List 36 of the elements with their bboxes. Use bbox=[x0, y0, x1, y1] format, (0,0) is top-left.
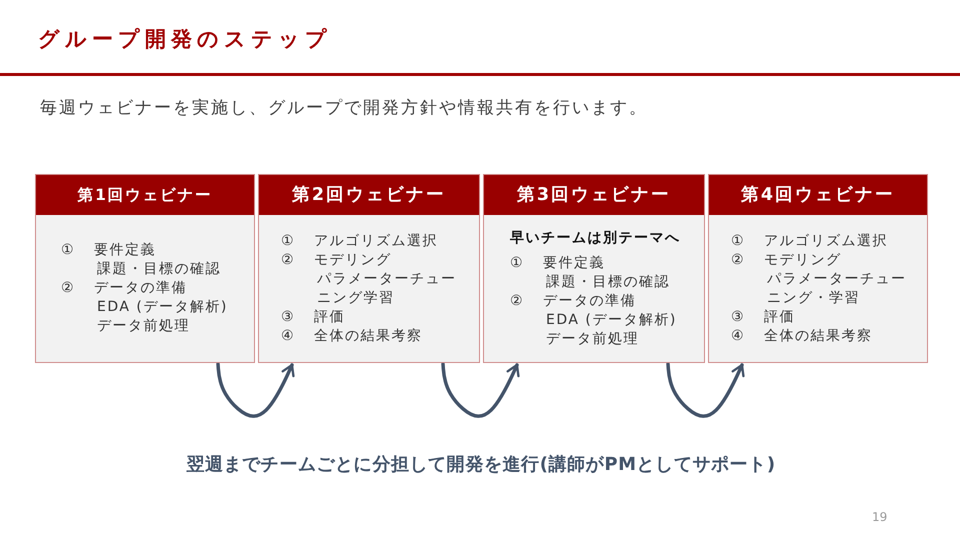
list-item: ③ 評価 bbox=[281, 308, 346, 326]
curved-arrow bbox=[666, 362, 745, 418]
sub-item: 課題・目標の確認 bbox=[545, 272, 671, 292]
sub-item: パラメーターチューニング学習 bbox=[316, 270, 458, 308]
slide-title: グループ開発のステップ bbox=[38, 26, 332, 53]
curved-arrow bbox=[441, 362, 520, 418]
curved-arrow bbox=[216, 362, 295, 418]
card-heading: 第1回ウェビナー bbox=[36, 175, 254, 215]
process-note: 翌週までチームごとに分担して開発を進行(講師がPMとしてサポート) bbox=[185, 453, 777, 477]
note-heading: 早いチームは別テーマへ bbox=[510, 228, 682, 248]
list-item: ② データの準備 bbox=[510, 292, 638, 310]
card-heading: 第2回ウェビナー bbox=[259, 175, 479, 215]
webinar-card bbox=[258, 174, 480, 363]
list-item: ③ 評価 bbox=[731, 308, 796, 326]
sub-item: EDA (データ解析) bbox=[545, 310, 678, 330]
webinar-card bbox=[35, 174, 255, 363]
page-number: 19 bbox=[872, 509, 888, 526]
list-item: ① 要件定義 bbox=[510, 254, 606, 272]
list-item: ④ 全体の結果考察 bbox=[731, 326, 874, 346]
list-item: ② モデリング bbox=[281, 250, 393, 270]
list-item: ① アルゴリズム選択 bbox=[281, 232, 440, 250]
intro-text: 毎週ウェビナーを実施し、グループで開発方針や情報共有を行います。 bbox=[40, 97, 648, 120]
sub-item: データ前処理 bbox=[96, 317, 191, 336]
sub-item: EDA (データ解析) bbox=[96, 298, 229, 317]
list-item: ② モデリング bbox=[731, 250, 843, 270]
list-item: ② データの準備 bbox=[61, 279, 188, 298]
card-heading: 第3回ウェビナー bbox=[484, 175, 704, 215]
list-item: ① 要件定義 bbox=[61, 241, 158, 260]
sub-item: パラメーターチューニング・学習 bbox=[766, 270, 908, 308]
sub-item: 課題・目標の確認 bbox=[96, 260, 222, 279]
list-item: ④ 全体の結果考察 bbox=[281, 326, 424, 346]
webinar-card bbox=[483, 174, 705, 363]
list-item: ① アルゴリズム選択 bbox=[731, 232, 890, 250]
webinar-card bbox=[708, 174, 928, 363]
sub-item: データ前処理 bbox=[545, 330, 640, 348]
card-heading: 第4回ウェビナー bbox=[709, 175, 927, 215]
